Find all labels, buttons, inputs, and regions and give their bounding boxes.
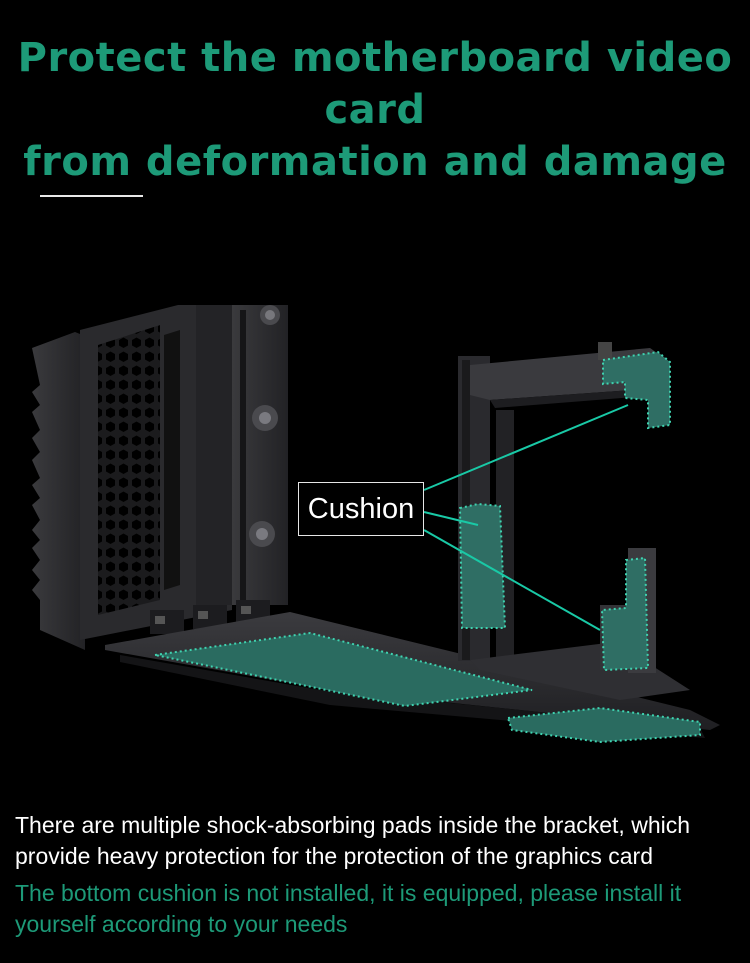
divider-line	[40, 195, 143, 197]
note-line-2: yourself according to your needs	[15, 911, 348, 937]
cushion-pads	[154, 350, 701, 744]
description-text: There are multiple shock-absorbing pads …	[15, 810, 735, 872]
bracket-illustration	[32, 305, 720, 744]
slot-rails	[196, 305, 288, 605]
description-line-2: provide heavy protection for the protect…	[15, 843, 653, 869]
description-line-1: There are multiple shock-absorbing pads …	[15, 812, 691, 838]
cushion-callout-label: Cushion	[298, 482, 424, 536]
left-plate	[32, 332, 85, 650]
headline: Protect the motherboard video card from …	[0, 32, 750, 188]
headline-line-2: from deformation and damage	[23, 139, 727, 185]
note-line-1: The bottom cushion is not installed, it …	[15, 880, 682, 906]
hex-mesh-panel	[80, 305, 232, 640]
callout-leader-lines	[423, 404, 629, 631]
installation-note: The bottom cushion is not installed, it …	[15, 878, 735, 940]
thumb-screws	[249, 305, 280, 547]
cushion-callout-text: Cushion	[307, 492, 415, 525]
headline-line-1: Protect the motherboard video card	[17, 35, 733, 133]
